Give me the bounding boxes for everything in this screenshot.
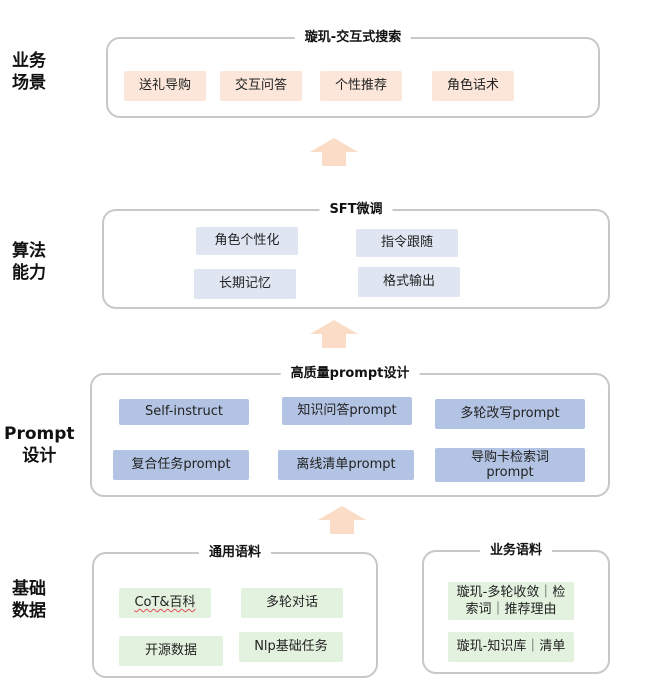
prompt-item: 离线清单prompt — [278, 450, 414, 480]
row-label-data-line2: 数据 — [12, 601, 46, 621]
sft-item: 格式输出 — [358, 267, 460, 297]
corpus-item: 璇玑-多轮收敛｜检 索词｜推荐理由 — [448, 582, 574, 620]
scenario-item: 个性推荐 — [320, 71, 402, 101]
prompt-item: 多轮改写prompt — [435, 399, 585, 429]
row-label-prompt-line2: 设计 — [22, 446, 57, 466]
corpus-item: CoT&百科 — [119, 588, 211, 618]
row-label-business-line1: 业务 — [12, 51, 46, 71]
scenario-item: 角色话术 — [432, 71, 514, 101]
row-label-algorithm-line1: 算法 — [12, 241, 46, 261]
row-label-algorithm-line2: 能力 — [12, 263, 46, 283]
sft-item: 指令跟随 — [356, 229, 458, 257]
row-label-data: 基础 数据 — [12, 578, 46, 622]
row-label-prompt-line1: Prompt — [4, 424, 75, 444]
scenario-item: 交互问答 — [220, 71, 302, 101]
row-label-algorithm: 算法 能力 — [12, 240, 46, 284]
row-label-data-line1: 基础 — [12, 579, 46, 599]
up-arrow-icon — [318, 506, 366, 534]
sft-item: 长期记忆 — [194, 269, 296, 299]
prompt-panel: 高质量prompt设计 Self-instruct 知识问答prompt 多轮改… — [90, 364, 610, 497]
row-label-prompt: Prompt 设计 — [4, 423, 75, 467]
sft-item: 角色个性化 — [196, 227, 298, 255]
prompt-item: Self-instruct — [119, 399, 249, 425]
business-corpus-panel: 业务语料 璇玑-多轮收敛｜检 索词｜推荐理由 璇玑-知识库｜清单 — [422, 541, 610, 674]
prompt-item: 知识问答prompt — [282, 397, 412, 425]
up-arrow-icon — [310, 138, 358, 166]
corpus-item: 开源数据 — [119, 636, 223, 666]
sft-panel: SFT微调 角色个性化 指令跟随 长期记忆 格式输出 — [102, 200, 610, 309]
prompt-item: 导购卡检索词 prompt — [435, 448, 585, 482]
corpus-item-label: Nlp基础任务 — [254, 639, 328, 654]
scenario-panel: 璇玑-交互式搜索 送礼导购 交互问答 个性推荐 角色话术 — [106, 28, 600, 118]
general-corpus-panel: 通用语料 CoT&百科 多轮对话 开源数据 Nlp基础任务 — [92, 543, 378, 678]
sft-panel-title: SFT微调 — [319, 200, 393, 220]
corpus-item: 多轮对话 — [241, 588, 343, 618]
prompt-panel-title: 高质量prompt设计 — [280, 364, 420, 384]
scenario-item: 送礼导购 — [124, 71, 206, 101]
row-label-business: 业务 场景 — [12, 50, 46, 94]
row-label-business-line2: 场景 — [12, 73, 46, 93]
business-corpus-panel-title: 业务语料 — [479, 541, 553, 561]
prompt-item: 复合任务prompt — [113, 450, 249, 480]
corpus-item: Nlp基础任务 — [239, 632, 343, 662]
up-arrow-icon — [310, 320, 358, 348]
general-corpus-panel-title: 通用语料 — [198, 543, 272, 563]
corpus-item-label: CoT&百科 — [134, 595, 196, 610]
corpus-item: 璇玑-知识库｜清单 — [448, 632, 574, 662]
scenario-panel-title: 璇玑-交互式搜索 — [294, 28, 412, 48]
